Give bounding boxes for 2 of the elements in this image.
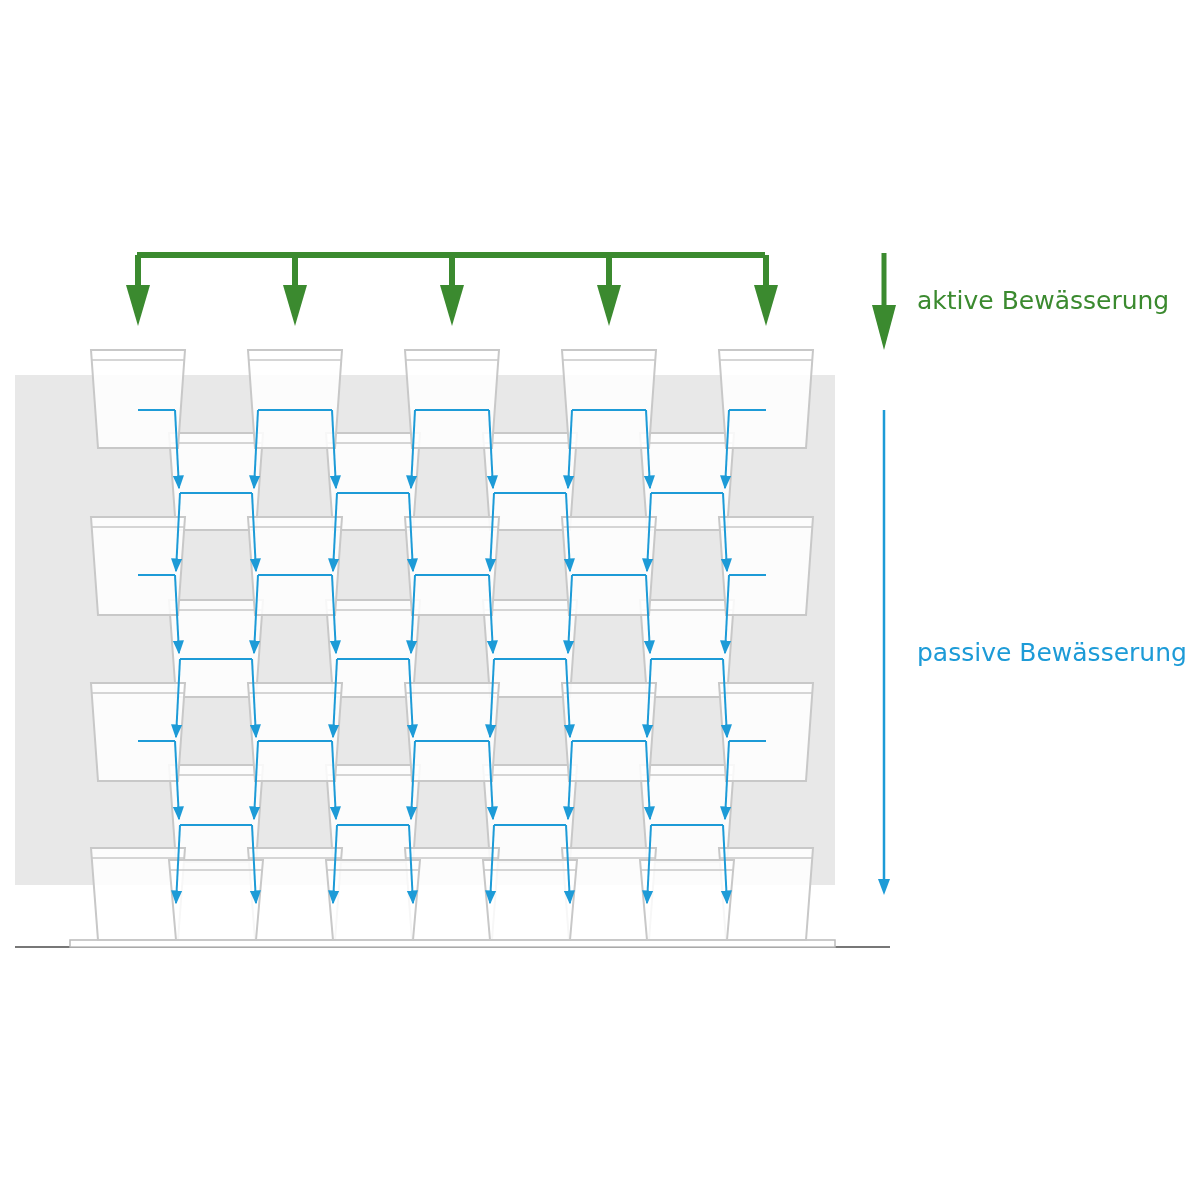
legend-text: aktive Bewässerung — [917, 286, 1170, 315]
legend-text: passive Bewässerung — [917, 638, 1187, 667]
